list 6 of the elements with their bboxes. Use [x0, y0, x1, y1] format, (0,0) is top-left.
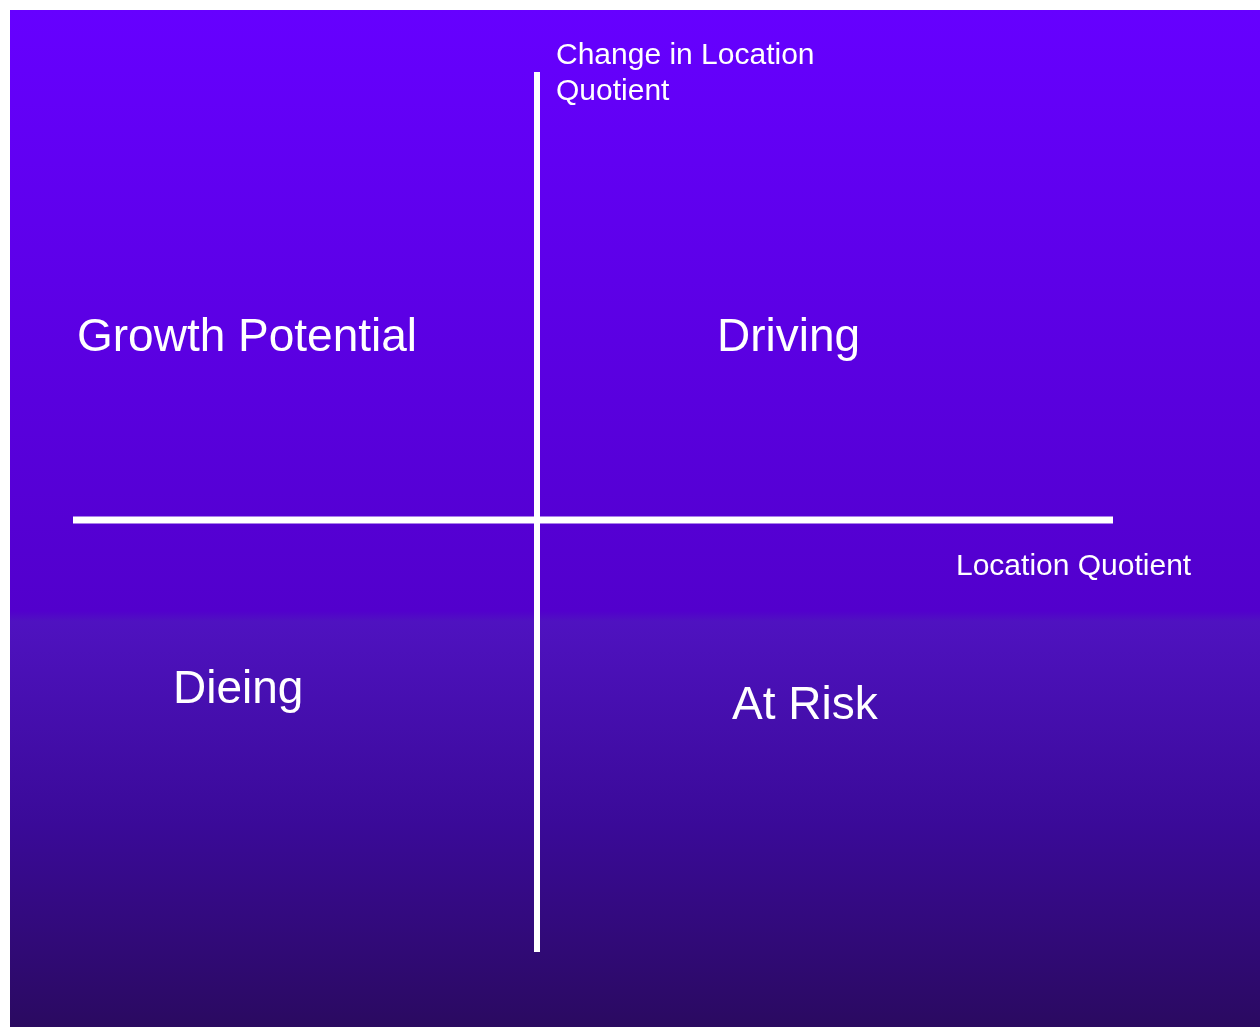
quadrant-label: Growth Potential [77, 308, 418, 363]
quadrant-label: Driving [717, 308, 861, 363]
axis-title: Change in Location Quotient [556, 36, 816, 108]
axis-title: Location Quotient [956, 547, 1192, 583]
quadrant-label: At Risk [732, 676, 878, 731]
quadrant-label: Dieing [173, 660, 304, 715]
